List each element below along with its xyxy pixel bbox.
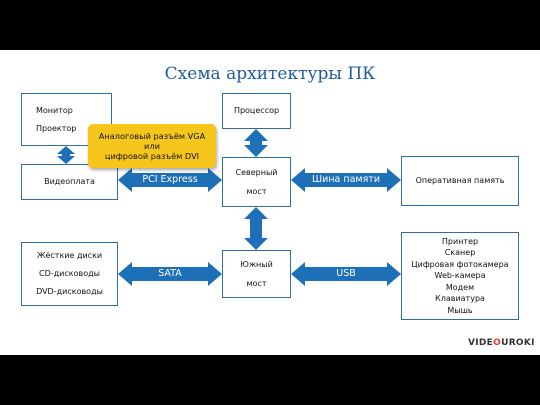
monitor-label: Монитор [36,105,73,115]
pci-express-label: PCI Express [142,174,198,185]
south-bridge-box: Южный мост [222,250,291,298]
storage-dvd-label: DVD-дисководы [36,287,103,296]
sata-label: SATA [158,268,182,279]
peripheral-modem: Модем [445,282,475,292]
logo-prefix: VIDE [468,338,494,348]
northbridge-southbridge-arrow [244,207,268,250]
peripheral-camera: Цифровая фотокамера [411,259,509,269]
usb-label: USB [336,268,356,279]
pci-express-arrow [118,168,222,192]
callout-line-3: цифровой разъём DVI [104,151,200,161]
ram-label: Оперативная память [415,176,505,185]
ram-box: Оперативная память [401,156,519,206]
projector-label: Проектор [36,123,77,133]
peripheral-printer: Принтер [441,236,479,246]
logo-suffix: UROKI [501,338,535,348]
storage-cd-label: CD-дисководы [39,269,100,278]
monitor-videocard-arrow [57,146,75,164]
storage-box: Жёсткие диски CD-дисководы DVD-дисководы [21,242,118,306]
peripheral-scanner: Сканер [444,248,476,258]
peripheral-webcam: Web-камера [434,271,486,281]
north-bridge-box: Северный мост [222,157,291,207]
north-bridge-label-1: Северный [235,168,278,177]
south-bridge-label-1: Южный [240,260,273,269]
videocard-box: Видеоплата [21,164,118,200]
processor-label: Процессор [233,106,280,115]
arrows-layer [57,129,401,286]
videouroki-logo: VIDEOUROKI [468,338,535,348]
callout-line-1: Аналоговый разъём VGA [98,131,206,141]
peripheral-mouse: Мышь [447,305,473,315]
usb-arrow [291,262,401,286]
north-bridge-label-2: мост [246,187,267,196]
diagram-title: Схема архитектуры ПК [164,64,376,84]
logo-accent: O [493,338,502,348]
south-bridge-label-2: мост [246,279,267,288]
memory-bus-label: Шина памяти [311,174,380,185]
memory-bus-arrow [291,168,401,192]
sata-arrow [118,262,222,286]
storage-hdd-label: Жёсткие диски [36,251,103,260]
videocard-label: Видеоплата [44,177,95,186]
cpu-northbridge-arrow [244,129,268,157]
peripherals-box: Принтер Сканер Цифровая фотокамера Web-к… [401,232,519,320]
connector-callout: Аналоговый разъём VGA или цифровой разъё… [88,124,216,168]
slide: Схема архитектуры ПК PCI Express Шина па… [0,50,540,355]
processor-box: Процессор [222,93,291,129]
callout-line-2: или [144,141,160,151]
peripheral-keyboard: Клавиатура [435,294,485,304]
